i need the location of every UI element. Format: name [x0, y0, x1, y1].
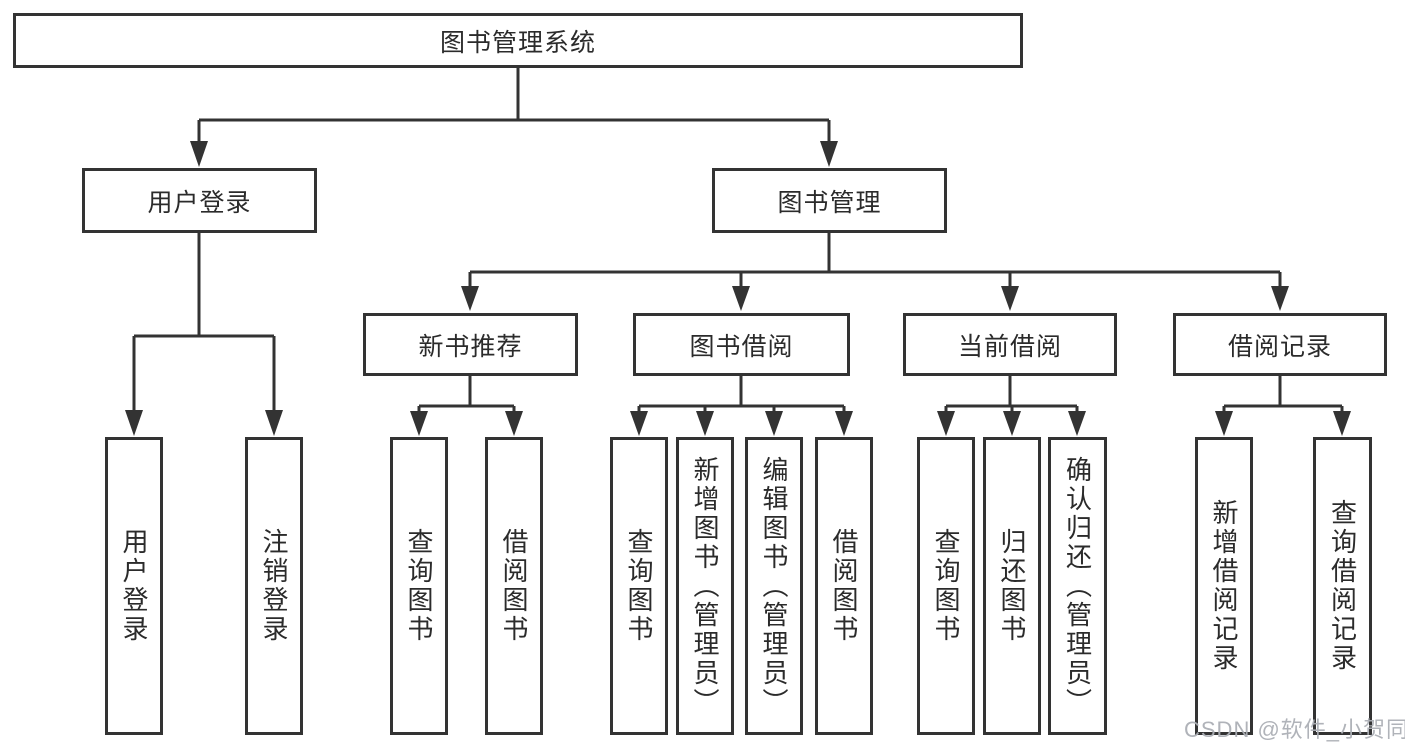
node-label: 当前借阅 — [957, 332, 1062, 361]
node-label: 查询图书 — [931, 528, 961, 644]
node-return-book: 归还图书 — [983, 437, 1041, 735]
node-borrowing-records: 借阅记录 — [1173, 313, 1387, 376]
node-label: 借阅图书 — [829, 528, 859, 644]
csdn-watermark: CSDN @软件_小贺同学 — [1184, 717, 1405, 742]
node-query-books-borrowing: 查询图书 — [610, 437, 668, 735]
node-user-login: 用户登录 — [82, 168, 317, 233]
node-label: 查询图书 — [404, 528, 434, 644]
node-add-book-admin: 新增图书（管理员） — [676, 437, 734, 735]
node-label: 借阅图书 — [499, 528, 529, 644]
node-label: 新书推荐 — [418, 332, 523, 361]
node-label: 图书借阅 — [689, 332, 794, 361]
node-current-borrowing: 当前借阅 — [903, 313, 1117, 376]
node-leaf-user-login: 用户登录 — [105, 437, 163, 735]
node-edit-book-admin: 编辑图书（管理员） — [745, 437, 803, 735]
node-label: 图书管理系统 — [439, 28, 596, 57]
node-label: 查询图书 — [624, 528, 654, 644]
node-label: 用户登录 — [119, 528, 149, 644]
node-label: 图书管理 — [777, 188, 882, 217]
node-label: 新增图书（管理员） — [690, 455, 720, 717]
node-confirm-return-admin: 确认归还（管理员） — [1048, 437, 1107, 735]
node-label: 用户登录 — [147, 188, 252, 217]
node-label: 注销登录 — [259, 528, 289, 644]
node-label: 查询借阅记录 — [1327, 499, 1358, 673]
node-add-borrow-record: 新增借阅记录 — [1195, 437, 1253, 735]
node-label: 新增借阅记录 — [1209, 499, 1239, 673]
node-label: 借阅记录 — [1227, 332, 1332, 361]
node-book-management: 图书管理 — [712, 168, 947, 233]
node-query-borrow-record: 查询借阅记录 — [1313, 437, 1372, 735]
node-library-management-system: 图书管理系统 — [13, 13, 1023, 68]
node-label: 确认归还（管理员） — [1062, 455, 1093, 717]
node-leaf-logout: 注销登录 — [245, 437, 303, 735]
node-query-books-current: 查询图书 — [917, 437, 975, 735]
node-query-books-recommend: 查询图书 — [390, 437, 448, 735]
node-new-book-recommendation: 新书推荐 — [363, 313, 578, 376]
node-borrow-books-borrowing: 借阅图书 — [815, 437, 873, 735]
node-label: 编辑图书（管理员） — [759, 455, 789, 717]
node-borrow-books-recommend: 借阅图书 — [485, 437, 543, 735]
node-book-borrowing: 图书借阅 — [633, 313, 850, 376]
node-label: 归还图书 — [997, 528, 1027, 644]
